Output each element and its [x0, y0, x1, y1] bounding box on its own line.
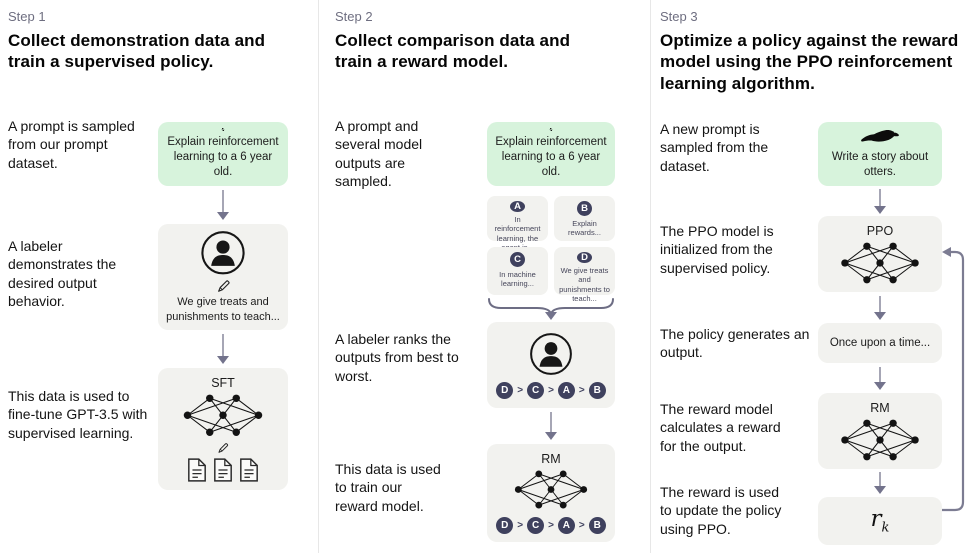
rank-chip: D — [496, 381, 514, 399]
arrow-down-icon — [873, 189, 887, 214]
document-icon — [240, 458, 258, 482]
step2-rm-box: RM D > C > A > — [487, 444, 615, 542]
output-card-c: C In machine learning... — [487, 247, 548, 295]
rank-separator: > — [578, 520, 585, 531]
step2-column: Step 2 Collect comparison data and train… — [335, 0, 645, 553]
sampling-cycle-icon — [221, 128, 225, 132]
sft-label: SFT — [211, 376, 235, 390]
step2-caption-train: This data is used to train our reward mo… — [335, 461, 441, 514]
step2-caption-ranks: A labeler ranks the outputs from best to… — [335, 331, 459, 384]
step1-prompt-text: Explain reinforcement learning to a 6 ye… — [167, 136, 279, 179]
step1-prompt-box: Explain reinforcement learning to a 6 ye… — [158, 122, 288, 186]
step3-column: Step 3 Optimize a policy against the rew… — [660, 0, 977, 553]
feedback-loop-arrow — [942, 247, 965, 512]
document-icon — [214, 458, 232, 482]
step1-labeler-box: We give treats and punishments to teach.… — [158, 224, 288, 330]
pencil-icon — [217, 279, 230, 292]
step3-rm-box: RM — [818, 393, 942, 469]
output-letter-badge: D — [577, 252, 592, 263]
output-text: In machine learning... — [499, 270, 536, 289]
step2-prompt-box: Explain reinforcement learning to a 6 ye… — [487, 122, 615, 186]
labeler-person-icon — [530, 332, 572, 375]
rank-chip: A — [557, 517, 575, 534]
step3-caption-output: The policy generates an output. — [660, 326, 810, 361]
documents-row — [187, 458, 259, 482]
step1-label: Step 1 — [8, 9, 46, 24]
arrow-down-icon — [216, 334, 230, 364]
step3-title: Optimize a policy against the reward mod… — [660, 31, 959, 93]
output-text: We give treats and punishments to teach.… — [559, 266, 610, 304]
step3-output-text: Once upon a time... — [829, 336, 931, 349]
step2-label: Step 2 — [335, 9, 373, 24]
rank-chip: A — [557, 381, 575, 399]
step3-ppo-box: PPO — [818, 216, 942, 292]
column-divider-2 — [650, 0, 651, 553]
rm-label: RM — [870, 400, 890, 415]
step3-reward-box: rk — [818, 497, 942, 545]
step3-caption-prompt: A new prompt is sampled from the dataset… — [660, 121, 769, 174]
arrow-down-icon — [216, 190, 230, 220]
step2-title: Collect comparison data and train a rewa… — [335, 31, 571, 72]
step3-prompt-box: Write a story about otters. — [818, 122, 942, 186]
step1-caption-labeler: A labeler demonstrates the desired outpu… — [8, 238, 117, 310]
output-letter-badge: C — [510, 252, 525, 267]
rank-separator: > — [548, 520, 554, 531]
step1-caption-prompt: A prompt is sampled from our prompt data… — [8, 118, 135, 171]
step3-prompt-text: Write a story about otters. — [831, 151, 929, 178]
arrow-down-icon — [873, 472, 887, 494]
output-card-a: A In reinforcement learning, the agent i… — [487, 196, 548, 252]
step3-caption-update: The reward is used to update the policy … — [660, 484, 782, 537]
output-letter-badge: B — [577, 201, 592, 216]
brace-converge-icon — [488, 298, 614, 320]
rank-separator: > — [517, 520, 524, 531]
rank-separator: > — [517, 384, 524, 396]
rm-label: RM — [541, 452, 561, 466]
neural-network-icon — [841, 419, 919, 460]
rank-chip: C — [527, 517, 545, 534]
ranking-chips: D > C > A > B — [496, 381, 606, 399]
step1-column: Step 1 Collect demonstration data and tr… — [8, 0, 310, 553]
neural-network-icon — [841, 242, 919, 283]
step2-caption-sampled: A prompt and several model outputs are s… — [335, 118, 423, 190]
rank-separator: > — [578, 384, 585, 396]
step3-caption-ppo-init: The PPO model is initialized from the su… — [660, 223, 774, 276]
output-card-b: B Explain rewards... — [554, 196, 615, 241]
pencil-icon — [218, 442, 229, 453]
arrow-down-icon — [873, 367, 887, 390]
arrow-down-icon — [544, 412, 558, 440]
ppo-label: PPO — [866, 223, 894, 238]
step3-caption-reward: The reward model calculates a reward for… — [660, 401, 781, 454]
step1-sft-box: SFT — [158, 368, 288, 490]
neural-network-icon — [514, 470, 588, 509]
rank-chip: B — [588, 381, 606, 399]
step2-ranking-box: D > C > A > B — [487, 322, 615, 408]
rank-chip: B — [588, 517, 606, 534]
rank-chip: C — [527, 381, 545, 399]
reward-value: rk — [870, 506, 890, 536]
step1-title: Collect demonstration data and train a s… — [8, 31, 266, 72]
output-letter-badge: A — [510, 201, 525, 212]
output-card-d: D We give treats and punishments to teac… — [554, 247, 615, 303]
step1-demonstration-text: We give treats and punishments to teach.… — [166, 296, 280, 323]
otter-icon — [861, 130, 899, 142]
step3-label: Step 3 — [660, 9, 698, 24]
step2-prompt-text: Explain reinforcement learning to a 6 ye… — [495, 136, 607, 179]
labeler-person-icon — [201, 231, 245, 275]
sampling-cycle-icon — [549, 128, 553, 132]
output-text: Explain rewards... — [568, 219, 601, 238]
rank-chip: D — [496, 517, 514, 534]
rank-separator: > — [548, 384, 554, 396]
ranking-chips: D > C > A > B — [496, 517, 606, 534]
step3-output-box: Once upon a time... — [818, 323, 942, 363]
step1-caption-finetune: This data is used to fine-tune GPT-3.5 w… — [8, 388, 148, 441]
document-icon — [188, 458, 206, 482]
arrow-down-icon — [873, 296, 887, 320]
neural-network-icon — [183, 394, 263, 436]
column-divider-1 — [318, 0, 319, 553]
